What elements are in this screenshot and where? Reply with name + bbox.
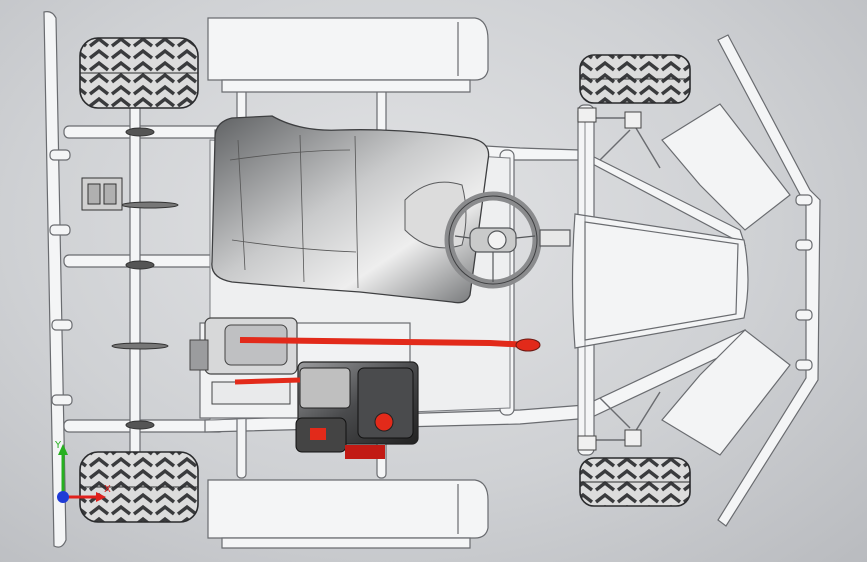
seat[interactable]: [211, 115, 490, 304]
triad-z-axis: [57, 491, 69, 503]
front-fairing: [571, 103, 791, 456]
side-pod-right: [207, 479, 489, 549]
front-spindles: [577, 107, 642, 451]
triad-x-label: X: [104, 484, 111, 495]
tire-rear-right[interactable]: [79, 451, 199, 523]
coordinate-triad: X Y: [54, 440, 111, 503]
side-pod-left: [207, 17, 489, 93]
tire-rear-left[interactable]: [79, 37, 199, 109]
tire-front-right[interactable]: [579, 457, 691, 507]
throttle-linkage: [234, 337, 541, 385]
triad-y-label: Y: [54, 440, 62, 451]
rear-brake-assembly: [81, 127, 179, 430]
tire-front-left[interactable]: [579, 54, 691, 104]
steering-wheel[interactable]: [444, 191, 571, 289]
